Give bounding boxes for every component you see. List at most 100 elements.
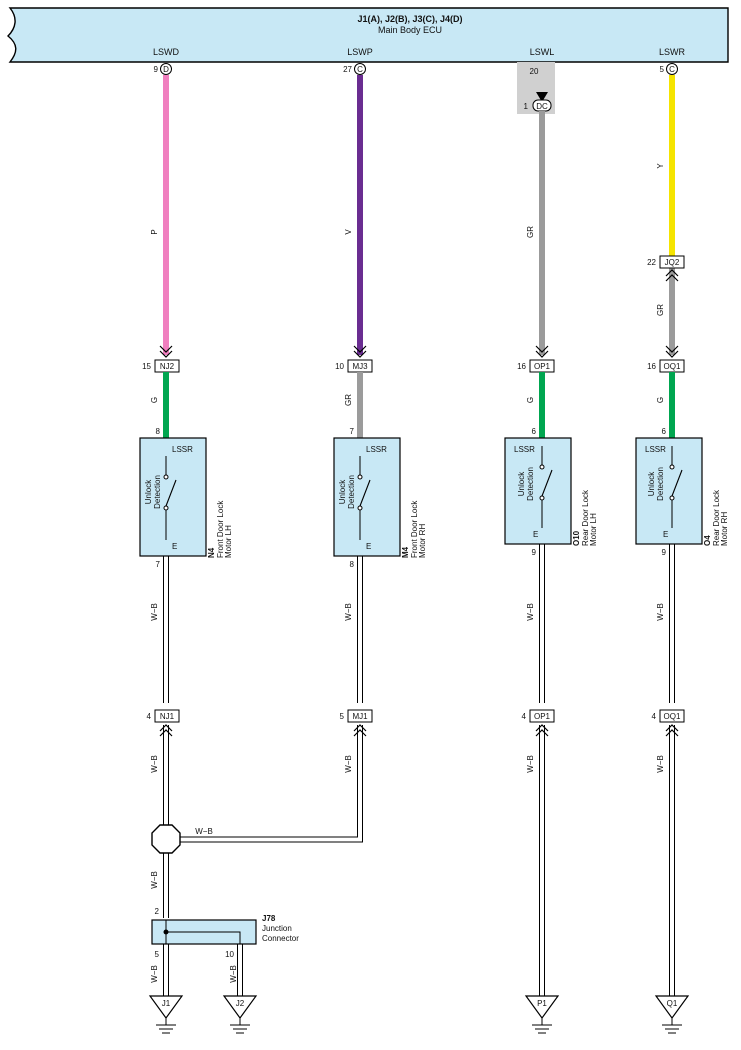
detection-label: Unlock (517, 471, 526, 496)
terminal-label-lswd: LSWD (153, 47, 180, 57)
ecu-pin-conn-c: C (357, 65, 363, 74)
motor-lssr-label: LSSR (514, 445, 535, 454)
motor-name: Motor LH (224, 525, 233, 558)
junction-dot (163, 929, 169, 935)
motor-m4: 7 LSSR E Unlock Detection 8 M4 Front Doo… (333, 427, 427, 569)
detection-label: Unlock (647, 471, 656, 496)
wire-color-label: GR (526, 226, 535, 238)
wire-color-label: W−B (150, 871, 159, 889)
terminal-label-lswl: LSWL (530, 47, 555, 57)
wire-gray (357, 372, 363, 438)
ground-label: Q1 (667, 999, 678, 1008)
wire-color-label: W−B (526, 603, 535, 621)
wire-green (669, 372, 675, 438)
switch-contact (163, 474, 169, 480)
wire-pink (163, 75, 169, 355)
dc-connector-area: 20 DC 1 (517, 62, 555, 114)
connector-box (659, 255, 685, 269)
connector-pin: 10 (335, 362, 344, 371)
switch-contact (357, 474, 363, 480)
ground-triangle (524, 995, 560, 1020)
connector-name: OP1 (534, 712, 551, 721)
motor-id: M4 (401, 546, 410, 558)
connector-box (529, 709, 555, 723)
motor-box (139, 437, 207, 557)
motor-bottom-pin: 8 (350, 560, 355, 569)
wire-color-label: W−B (229, 965, 238, 983)
detection-label: Unlock (338, 479, 347, 504)
motor-name: Motor RH (418, 524, 427, 558)
wire-color-label: W−B (150, 755, 159, 773)
motor-n4: 8 LSSR E Unlock Detection 7 N4 Front Doo… (139, 427, 233, 569)
detection-label: Detection (656, 467, 665, 501)
connector-name: JQ2 (665, 258, 680, 267)
ground-wires (163, 544, 675, 996)
switch-contact (539, 495, 545, 501)
motor-name: Rear Door Lock (712, 489, 721, 546)
wire-color-label: W−B (526, 755, 535, 773)
wire-color-label: W−B (656, 755, 665, 773)
splice-point (151, 824, 181, 854)
detection-label: Unlock (144, 479, 153, 504)
motor-id: O10 (572, 530, 581, 546)
wire-color-label: Y (656, 163, 665, 169)
chevron-down-icon (353, 345, 367, 358)
chevron-up-icon (353, 724, 367, 737)
ground-label: J2 (236, 999, 245, 1008)
upper-connectors: NJ2 15 MJ3 10 OP1 16 OQ1 16 (142, 345, 685, 373)
connector-pin: 5 (340, 712, 345, 721)
motor-o10: 6 LSSR E Unlock Detection 9 O10 Rear Doo… (504, 427, 598, 557)
switch-blade (165, 479, 177, 507)
connector-box (347, 709, 373, 723)
ecu-pin-number: 5 (660, 65, 665, 74)
wire-green (163, 372, 169, 438)
connector-name: OQ1 (664, 712, 681, 721)
wire-color-label: G (526, 397, 535, 403)
wire-color-label: GR (344, 394, 353, 406)
connector-pin: 16 (647, 362, 656, 371)
motor-lssr-label: LSSR (645, 445, 666, 454)
junction-pin-left: 5 (155, 950, 160, 959)
ecu-subtitle: Main Body ECU (378, 25, 442, 35)
junction-bus (166, 931, 241, 944)
junction-name: Junction (262, 924, 292, 933)
junction-connector-j78: 2 5 10 J78 Junction Connector (151, 907, 299, 959)
ground-triangle (148, 995, 184, 1020)
switch-contact (539, 464, 545, 470)
wire-color-label: W−B (344, 603, 353, 621)
ecu-pin-conn-c: C (669, 65, 675, 74)
arrow-down-icon (536, 92, 548, 102)
connector-name: OP1 (534, 362, 551, 371)
chevron-down-icon (159, 345, 173, 358)
motor-name: Rear Door Lock (581, 489, 590, 546)
ecu-pin-connector (666, 63, 678, 75)
wire-color-label: GR (656, 304, 665, 316)
connector-box (659, 709, 685, 723)
switch-contact (163, 505, 169, 511)
motor-name: Motor LH (589, 513, 598, 546)
ground-triangle (222, 995, 258, 1020)
wire-color-label: W−B (195, 827, 213, 836)
ecu-pin-conn-d: D (163, 65, 169, 74)
switch-blade (541, 469, 553, 497)
terminal-label-lswp: LSWP (347, 47, 373, 57)
motor-top-pin: 8 (156, 427, 161, 436)
motor-e-label: E (366, 542, 371, 551)
motor-name: Front Door Lock (410, 500, 419, 558)
wire-yellow (669, 75, 675, 256)
motor-id: N4 (207, 547, 216, 558)
connector-box (154, 709, 180, 723)
main-body-ecu: J1(A), J2(B), J3(C), J4(D) Main Body ECU… (6, 7, 729, 63)
connector-pin: 4 (652, 712, 657, 721)
switch-contact (669, 495, 675, 501)
chevron-up-icon (665, 269, 679, 282)
switch-blade (671, 469, 683, 497)
motor-box (635, 437, 703, 545)
ecu-pin-number: 27 (343, 65, 352, 74)
terminal-label-lswr: LSWR (659, 47, 686, 57)
dc-connector-name: DC (536, 102, 548, 111)
motor-top-pin: 7 (350, 427, 355, 436)
wire-color-label: W−B (344, 755, 353, 773)
ground-label: J1 (162, 999, 171, 1008)
